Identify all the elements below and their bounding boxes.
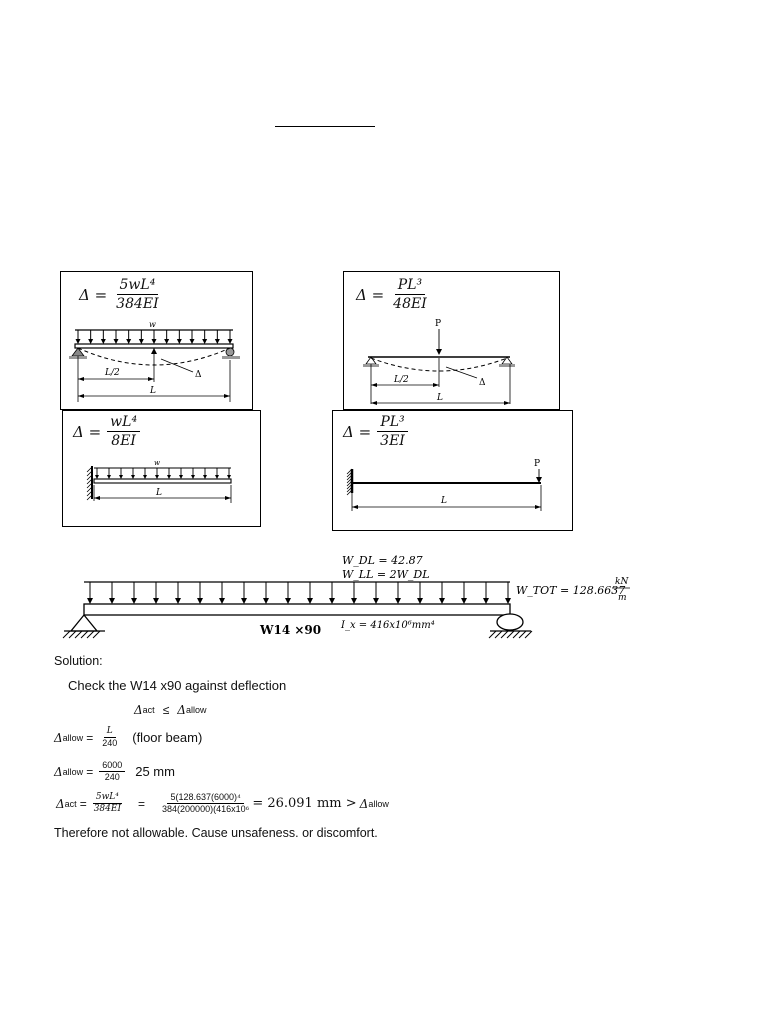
allowable-result: 25 mm bbox=[135, 764, 175, 779]
point-load-arrow bbox=[436, 349, 442, 355]
deflected-shape bbox=[370, 357, 508, 372]
span-label: L bbox=[155, 488, 162, 498]
formula-lhs: Δ = bbox=[343, 422, 372, 441]
fraction: 5(128.637(6000)⁴ 384(200000)(416x10⁶ bbox=[162, 792, 250, 814]
formula-lhs: Δ = bbox=[73, 422, 102, 441]
formula-cant-point: Δ = PL³ 3EI bbox=[343, 415, 408, 448]
formula-lhs: Δ = bbox=[356, 285, 385, 304]
formula-numerator: PL³ bbox=[394, 278, 426, 295]
floor-beam-note: (floor beam) bbox=[132, 730, 203, 745]
fraction: 5wL⁴ 384EI bbox=[92, 792, 122, 814]
actual-result: = 26.091 mm > bbox=[252, 796, 357, 811]
point-load-label: P bbox=[534, 459, 540, 469]
total-load-unit-den: m bbox=[618, 593, 627, 603]
title-underline bbox=[275, 126, 375, 127]
beam bbox=[74, 343, 234, 349]
total-load-unit-num: kN bbox=[615, 577, 629, 587]
pin-support bbox=[69, 613, 99, 632]
live-load-label: W_LL = 2W_DL bbox=[342, 568, 430, 581]
formula-numerator: PL³ bbox=[377, 415, 408, 432]
beam-diagram-ss-udl: w Δ L/2 L bbox=[69, 320, 240, 402]
formula-numerator: 5wL⁴ bbox=[116, 278, 159, 295]
main-beam-figure: W_DL = 42.87 W_LL = 2W_DL W_TOT = 128.66… bbox=[62, 554, 630, 639]
dead-load-label: W_DL = 42.87 bbox=[342, 554, 423, 567]
formula-ss-point: Δ = PL³ 48EI bbox=[356, 278, 430, 311]
fraction: 6000 240 bbox=[99, 761, 126, 782]
case-cantilever-udl: Δ = wL⁴ 8EI w L bbox=[62, 410, 261, 527]
formula-denominator: 384EI bbox=[116, 296, 159, 312]
load-label: w bbox=[154, 459, 160, 467]
beam bbox=[83, 603, 511, 616]
formula-denominator: 3EI bbox=[380, 433, 405, 449]
formula-lhs: Δ = bbox=[79, 285, 108, 304]
check-statement: Check the W14 x90 against deflection bbox=[68, 678, 287, 693]
roller-support bbox=[501, 356, 513, 365]
span-label: L bbox=[436, 393, 443, 403]
beam-diagram-cant-point: P L bbox=[346, 459, 542, 511]
formula-numerator: wL⁴ bbox=[107, 415, 141, 432]
formula-denominator: 8EI bbox=[111, 433, 136, 449]
beam-diagram-cant-udl: w L bbox=[86, 459, 232, 503]
case-cantilever-point: Δ = PL³ 3EI P L bbox=[332, 410, 573, 531]
roller-support bbox=[496, 613, 524, 631]
udl-arrows bbox=[75, 330, 233, 344]
section-label: W14 ×90 bbox=[259, 623, 321, 637]
formula-fraction: wL⁴ 8EI bbox=[107, 415, 141, 449]
roller-support bbox=[225, 347, 235, 357]
conclusion: Therefore not allowable. Cause unsafenes… bbox=[54, 826, 378, 840]
total-load-label: W_TOT = 128.6637 bbox=[516, 584, 625, 597]
span-label: L bbox=[440, 496, 447, 506]
formula-ss-udl: Δ = 5wL⁴ 384EI bbox=[79, 278, 162, 311]
case-simply-supported-udl: Δ = 5wL⁴ 384EI w Δ L/2 L bbox=[60, 271, 253, 410]
moment-of-inertia-label: I_x = 416x10⁶mm⁴ bbox=[340, 620, 435, 631]
beam bbox=[93, 478, 232, 484]
formula-denominator: 48EI bbox=[393, 296, 427, 312]
pin-support bbox=[71, 347, 85, 357]
point-load-label: P bbox=[435, 319, 441, 329]
deflection-label: Δ bbox=[479, 378, 486, 388]
formula-cant-udl: Δ = wL⁴ 8EI bbox=[73, 415, 141, 449]
formula-fraction: PL³ 48EI bbox=[390, 278, 430, 311]
load-label: w bbox=[149, 320, 156, 329]
point-load-arrow bbox=[536, 477, 542, 483]
half-span-label: L/2 bbox=[393, 375, 409, 385]
formula-fraction: 5wL⁴ 384EI bbox=[113, 278, 161, 311]
span-label: L bbox=[149, 386, 156, 396]
case-simply-supported-point: Δ = PL³ 48EI P Δ L/2 L bbox=[343, 271, 560, 410]
deflection-label: Δ bbox=[195, 370, 202, 380]
half-span-label: L/2 bbox=[104, 368, 120, 378]
udl-arrows bbox=[95, 468, 231, 479]
beam-diagram-ss-point: P Δ L/2 L bbox=[363, 319, 515, 405]
solution-heading: Solution: bbox=[54, 654, 103, 668]
udl-arrows bbox=[87, 582, 511, 604]
fraction: L 240 bbox=[102, 726, 118, 748]
formula-fraction: PL³ 3EI bbox=[377, 415, 408, 448]
